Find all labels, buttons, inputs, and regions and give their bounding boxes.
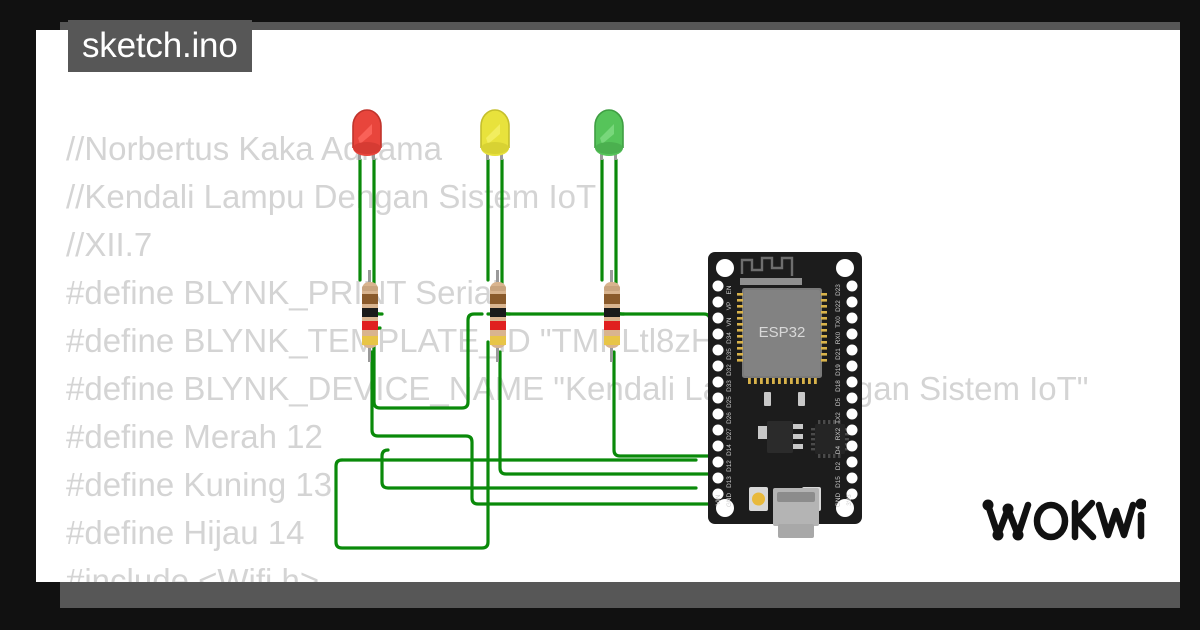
svg-text:D25: D25 [726, 396, 733, 408]
pin-labels-left: EN VP VN D34 D35 D32 D33 D25 D26 D27 D14… [715, 285, 733, 507]
header-left[interactable] [712, 280, 724, 500]
svg-text:D35: D35 [726, 348, 733, 360]
wire-loop-2 [334, 340, 490, 550]
usb-uart-chip-icon [811, 420, 849, 458]
svg-text:VN: VN [726, 317, 733, 326]
led-green[interactable] [594, 109, 624, 160]
svg-text:RX2: RX2 [835, 427, 842, 440]
svg-text:D26: D26 [726, 412, 733, 424]
button-boot[interactable] [749, 487, 768, 511]
svg-text:D23: D23 [835, 284, 842, 296]
wire-green-to-board [612, 350, 714, 458]
pcb-antenna-icon [740, 256, 794, 276]
wire-red-to-board [370, 350, 718, 506]
svg-text:D18: D18 [835, 380, 842, 392]
resistor-group [362, 270, 620, 362]
led-red[interactable] [352, 109, 382, 160]
svg-text:D13: D13 [726, 476, 733, 488]
svg-text:D5: D5 [835, 397, 842, 406]
diagram-canvas[interactable]: //Norbertus Kaka Aditama //Kendali Lampu… [36, 30, 1180, 582]
wokwi-logo [978, 491, 1147, 552]
wire-group [334, 158, 718, 550]
svg-text:D12: D12 [726, 460, 733, 472]
svg-text:D27: D27 [726, 428, 733, 440]
svg-text:GND: GND [835, 493, 842, 508]
led-yellow[interactable] [480, 109, 510, 160]
svg-text:EN: EN [726, 285, 733, 294]
svg-text:D33: D33 [726, 380, 733, 392]
wire-bus-b [380, 448, 698, 490]
svg-text:D15: D15 [835, 476, 842, 488]
resistor-red-led[interactable] [362, 270, 378, 362]
svg-text:D34: D34 [726, 332, 733, 344]
voltage-regulator-icon [758, 421, 803, 453]
svg-text:TX0: TX0 [835, 316, 842, 328]
svg-text:GND: GND [726, 493, 733, 508]
wire-loop-1 [372, 312, 484, 410]
esp32-board[interactable]: ESP32 [708, 252, 862, 538]
svg-text:VIN: VIN [715, 494, 722, 505]
wire-d34 [486, 312, 712, 332]
svg-text:VP: VP [726, 302, 733, 311]
wokwi-logo-nodes [982, 498, 1147, 541]
svg-text:D21: D21 [835, 348, 842, 360]
svg-text:D22: D22 [835, 300, 842, 312]
svg-text:RX0: RX0 [835, 331, 842, 344]
resistor-green-led[interactable] [604, 270, 620, 362]
resistor-yellow-led[interactable] [490, 270, 506, 362]
header-right[interactable] [846, 280, 858, 500]
svg-text:D4: D4 [835, 445, 842, 454]
led-group [352, 109, 624, 160]
pin-labels-right: D23 D22 TX0 RX0 D21 D19 D18 D5 TX2 RX2 D… [835, 284, 853, 507]
svg-text:TX2: TX2 [835, 412, 842, 424]
circuit-diagram[interactable]: ESP32 [36, 30, 1180, 582]
file-tab-sketch-ino[interactable]: sketch.ino [68, 20, 252, 72]
svg-text:D19: D19 [835, 364, 842, 376]
chip-label: ESP32 [759, 324, 806, 341]
svg-text:D14: D14 [726, 444, 733, 456]
svg-text:D32: D32 [726, 364, 733, 376]
svg-text:D2: D2 [835, 461, 842, 470]
micro-usb-connector [773, 488, 819, 538]
svg-text:3V3: 3V3 [846, 494, 853, 506]
